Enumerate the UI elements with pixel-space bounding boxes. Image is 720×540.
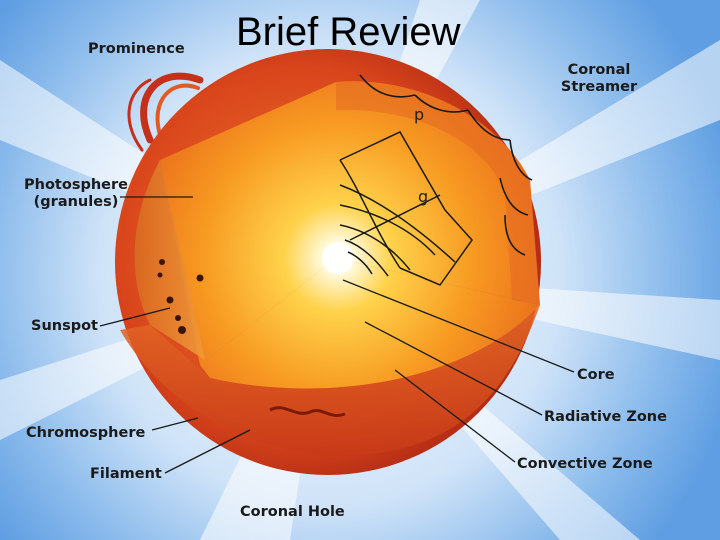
label-photosphere-line2: (granules) [33, 194, 119, 210]
label-p-mode: p [414, 105, 425, 124]
sunspot-marks [157, 259, 204, 334]
label-coronal-streamer: Coronal Streamer [556, 62, 642, 96]
label-sunspot: Sunspot [31, 318, 98, 334]
g-mode-ray-paths [339, 131, 473, 286]
label-filament: Filament [90, 466, 162, 482]
photosphere-face [134, 160, 205, 360]
filament-mark [269, 406, 346, 417]
leader-lines [99, 196, 575, 474]
slide-title: Brief Review [236, 10, 461, 54]
label-convective-zone: Convective Zone [517, 456, 653, 472]
label-core: Core [577, 367, 615, 383]
core-glow [322, 242, 354, 274]
interior-lower [200, 258, 540, 389]
label-photosphere-line1: Photosphere [24, 177, 128, 193]
label-prominence: Prominence [88, 41, 185, 57]
label-g-mode: g [418, 187, 429, 206]
label-coronal-streamer-line2: Streamer [560, 79, 638, 95]
label-radiative-zone: Radiative Zone [544, 409, 667, 425]
label-photosphere: Photosphere (granules) [22, 177, 130, 211]
interior-left-face [160, 82, 336, 365]
prominence-loops [127, 72, 204, 152]
p-mode-wave-paths [359, 74, 533, 256]
label-coronal-hole: Coronal Hole [240, 504, 345, 520]
label-coronal-streamer-line1: Coronal [567, 62, 631, 78]
label-chromosphere: Chromosphere [26, 425, 146, 441]
chromosphere-band [120, 305, 540, 456]
